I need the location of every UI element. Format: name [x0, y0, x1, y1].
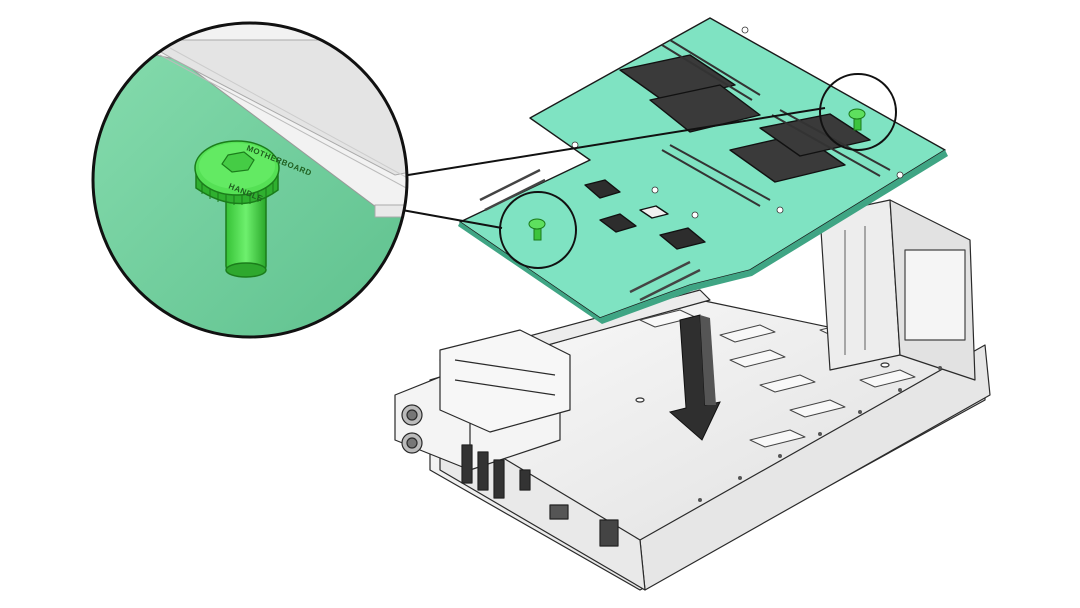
- motherboard-handle-marker-rear: [819, 73, 897, 151]
- zoom-callout: MOTHERBOARD HANDLE: [91, 21, 409, 339]
- callout-leader-lines: [401, 107, 826, 229]
- motherboard: [458, 17, 948, 324]
- server-chassis: [394, 199, 991, 591]
- motherboard-handle-icon: MOTHERBOARD HANDLE: [194, 140, 313, 278]
- motherboard-handle-marker-front: [499, 191, 577, 269]
- down-arrow-icon: [668, 314, 721, 441]
